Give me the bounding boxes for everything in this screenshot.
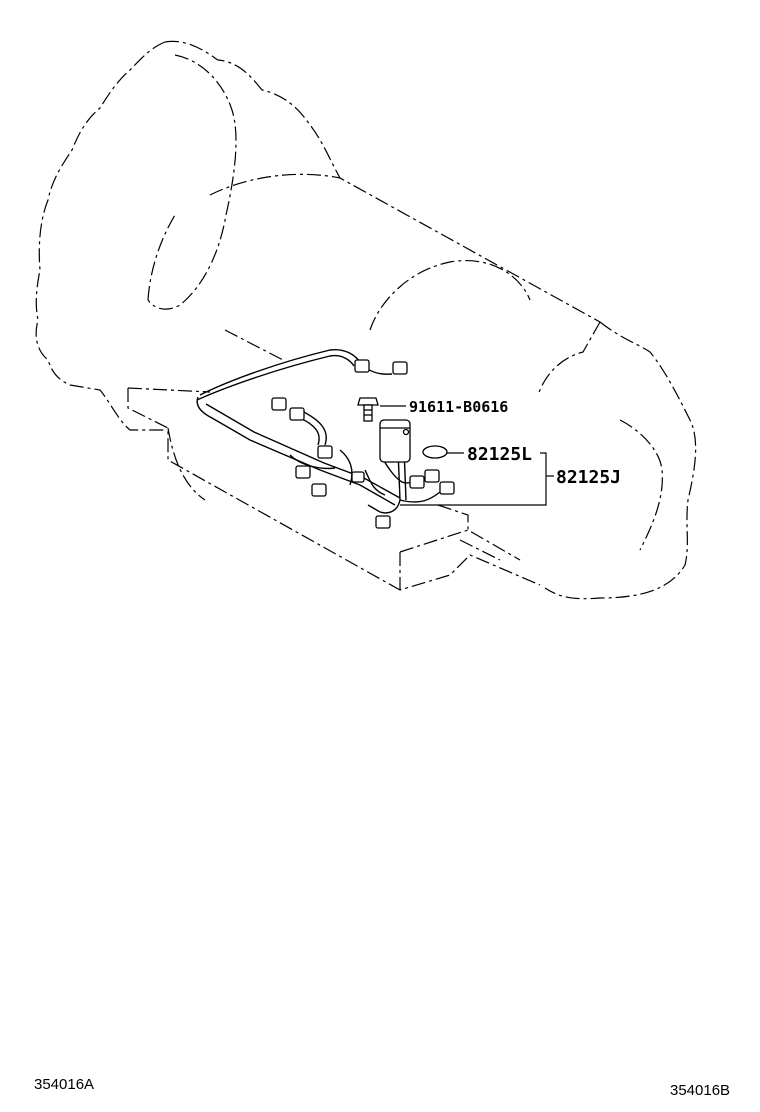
callout-gasket-part-number[interactable]: 82125L <box>467 444 532 465</box>
wire-harness-assembly <box>196 348 441 514</box>
leader-lines <box>380 405 554 506</box>
callout-harness-part-number[interactable]: 82125J <box>556 467 621 488</box>
figure-code-left: 354016A <box>34 1076 95 1093</box>
callout-bolt-part-number[interactable]: 91611-B0616 <box>409 398 508 416</box>
bolt-part <box>357 397 379 422</box>
figure-code-right: 354016B <box>670 1082 731 1099</box>
harness-sensor-connector <box>379 419 411 463</box>
gasket-ring <box>422 445 448 459</box>
transmission-housing-outline <box>35 40 697 600</box>
harness-connectors <box>271 359 455 529</box>
